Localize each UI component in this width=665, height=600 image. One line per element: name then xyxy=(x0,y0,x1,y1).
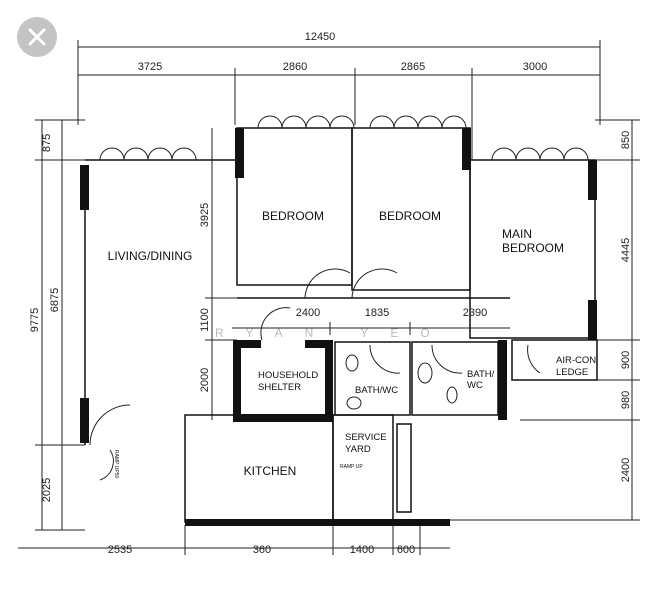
walls xyxy=(80,115,598,526)
dim-overall-width: 12450 xyxy=(305,31,336,43)
room-bath-1: BATH/WC xyxy=(355,385,398,396)
room-bath-2-line2: WC xyxy=(467,380,483,391)
dim-bottom-4: 600 xyxy=(397,544,415,556)
close-icon xyxy=(28,28,46,46)
dim-right-3: 900 xyxy=(620,351,632,369)
ramp-label-1: RAMP UP50 xyxy=(113,450,119,478)
dimension-lines xyxy=(18,40,640,555)
dim-right-5: 2400 xyxy=(620,458,632,482)
room-service-yard-line2: YARD xyxy=(345,444,371,455)
room-main-bedroom-line1: MAIN xyxy=(502,227,532,241)
room-shelter-line1: HOUSEHOLD xyxy=(258,370,318,381)
room-bedroom-1: BEDROOM xyxy=(262,209,324,223)
watermark: RYAN YEO xyxy=(215,326,452,340)
dim-right-4: 980 xyxy=(620,391,632,409)
room-kitchen: KITCHEN xyxy=(244,464,297,478)
dim-left-overall: 9775 xyxy=(29,308,41,332)
dim-corridor-2: 1835 xyxy=(365,307,389,319)
dim-bottom-2: 360 xyxy=(253,544,271,556)
dim-left-2: 6875 xyxy=(49,288,61,312)
dim-bottom-1: 2535 xyxy=(108,544,132,556)
room-bath-2-line1: BATH/ xyxy=(467,369,495,380)
room-aircon-line1: AIR-CON xyxy=(556,355,596,366)
room-bedroom-2: BEDROOM xyxy=(379,209,441,223)
dim-inner-left-3: 2000 xyxy=(199,368,211,392)
room-living-dining: LIVING/DINING xyxy=(108,249,193,263)
room-shelter-line2: SHELTER xyxy=(258,382,301,393)
dim-inner-left-2: 1100 xyxy=(199,308,211,332)
dim-top-3: 2865 xyxy=(401,61,425,73)
dim-top-4: 3000 xyxy=(523,61,547,73)
dim-right-1: 850 xyxy=(620,131,632,149)
dim-left-3: 2025 xyxy=(41,478,53,502)
ramp-label-2: RAMP UP xyxy=(340,464,363,470)
dim-bottom-3: 1400 xyxy=(350,544,374,556)
close-button[interactable] xyxy=(17,17,57,57)
room-main-bedroom-line2: BEDROOM xyxy=(502,241,564,255)
dim-inner-left-1: 3925 xyxy=(199,203,211,227)
dim-left-1: 875 xyxy=(41,134,53,152)
room-aircon-line2: LEDGE xyxy=(556,367,588,378)
dim-right-2: 4445 xyxy=(620,238,632,262)
dim-top-2: 2860 xyxy=(283,61,307,73)
dim-corridor-3: 2390 xyxy=(463,307,487,319)
dim-top-1: 3725 xyxy=(138,61,162,73)
room-service-yard-line1: SERVICE xyxy=(345,432,387,443)
dim-corridor-1: 2400 xyxy=(296,307,320,319)
